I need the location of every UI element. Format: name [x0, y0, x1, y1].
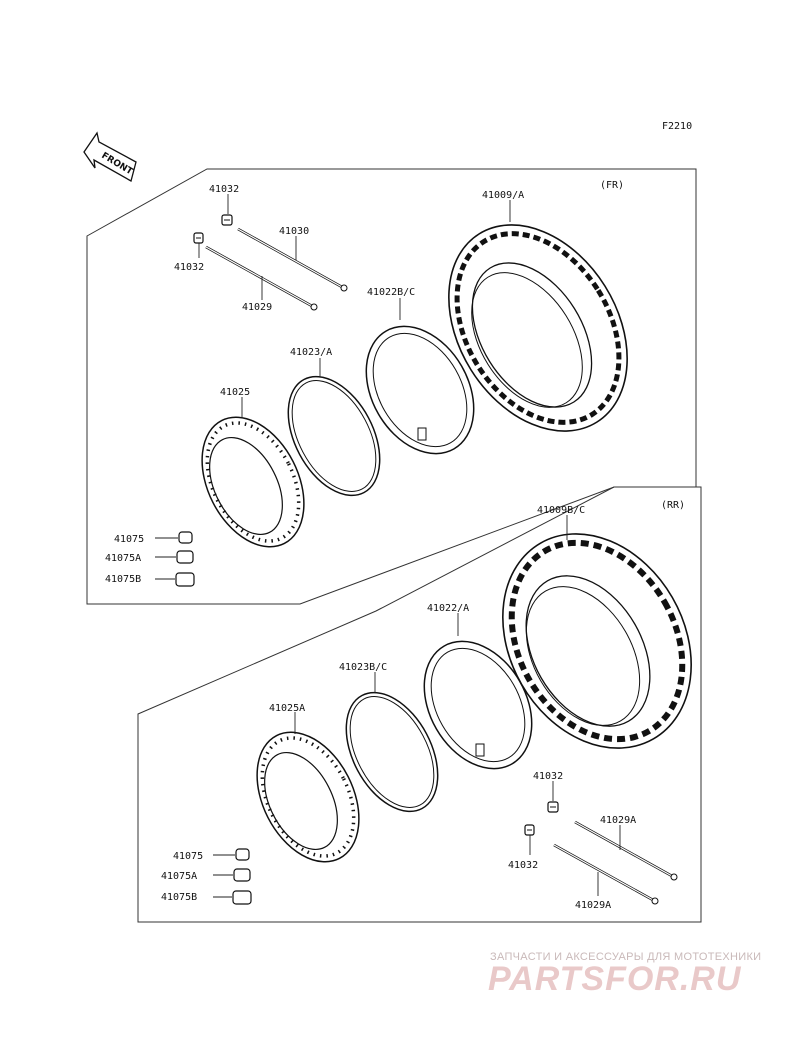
rear-section-tag: (RR) [661, 500, 685, 511]
watermark-brand: PARTSFOR.RU [488, 960, 742, 998]
front-arrow-icon: FRONT [83, 131, 137, 182]
rear-weight-a-label: 41075 [173, 851, 203, 862]
drawing-code: F2210 [662, 121, 692, 132]
front-spoke-lower-label: 41029 [242, 302, 272, 313]
front-weight-c [175, 572, 195, 587]
front-cap-upper-label: 41032 [209, 184, 239, 195]
rear-tire-label: 41009B/C [537, 505, 585, 516]
rear-section: (RR) 41009B/C 41022/A 41023B/C [137, 486, 702, 923]
rear-weight-c-label: 41075B [161, 892, 197, 903]
rear-cap-upper-label: 41032 [533, 771, 563, 782]
rear-cap-lower-label: 41032 [508, 860, 538, 871]
front-spoke-upper [237, 227, 348, 292]
front-rim-band-label: 41023/A [290, 347, 332, 358]
front-cap-lower-label: 41032 [174, 262, 204, 273]
front-rim-band [287, 375, 381, 497]
rear-rim-label: 41025A [269, 703, 305, 714]
front-tube [365, 325, 475, 455]
front-weight-b [176, 550, 194, 564]
rear-spoke-lower-label: 41029A [575, 900, 611, 911]
rear-weight-b-label: 41075A [161, 871, 197, 882]
rear-section-frame [137, 486, 702, 923]
front-rim-label: 41025 [220, 387, 250, 398]
front-tire-label: 41009/A [482, 190, 524, 201]
rear-spoke-upper [574, 820, 678, 881]
front-spoke-lower [205, 245, 318, 311]
front-rim [201, 416, 305, 548]
rear-rim-band-label: 41023B/C [339, 662, 387, 673]
rear-rim-band [345, 691, 439, 813]
rear-weight-b [233, 868, 251, 882]
front-weight-a-label: 41075 [114, 534, 144, 545]
rear-weight-a [235, 848, 250, 861]
rear-tire [502, 533, 692, 749]
rear-spoke-upper-label: 41029A [600, 815, 636, 826]
rear-tube-label: 41022/A [427, 603, 469, 614]
front-section: (FR) 41009/A 41022B/C 41023/A [86, 168, 697, 605]
watermark-tagline: ЗАПЧАСТИ И АКСЕССУАРЫ ДЛЯ МОТОТЕХНИКИ [490, 951, 762, 963]
front-spoke-cap-upper [221, 214, 233, 226]
front-tire [448, 224, 628, 432]
front-section-tag: (FR) [600, 180, 624, 191]
front-weight-b-label: 41075A [105, 553, 141, 564]
front-spoke-cap-lower [193, 232, 204, 244]
rear-rim [256, 731, 360, 863]
rear-spoke-cap-upper [547, 801, 559, 813]
rear-tube [423, 640, 533, 770]
front-spoke-upper-label: 41030 [279, 226, 309, 237]
rear-weight-c [232, 890, 252, 905]
rear-spoke-lower [553, 843, 659, 905]
rear-spoke-cap-lower [524, 824, 535, 836]
front-weight-a [178, 531, 193, 544]
front-weight-c-label: 41075B [105, 574, 141, 585]
front-tube-label: 41022B/C [367, 287, 415, 298]
